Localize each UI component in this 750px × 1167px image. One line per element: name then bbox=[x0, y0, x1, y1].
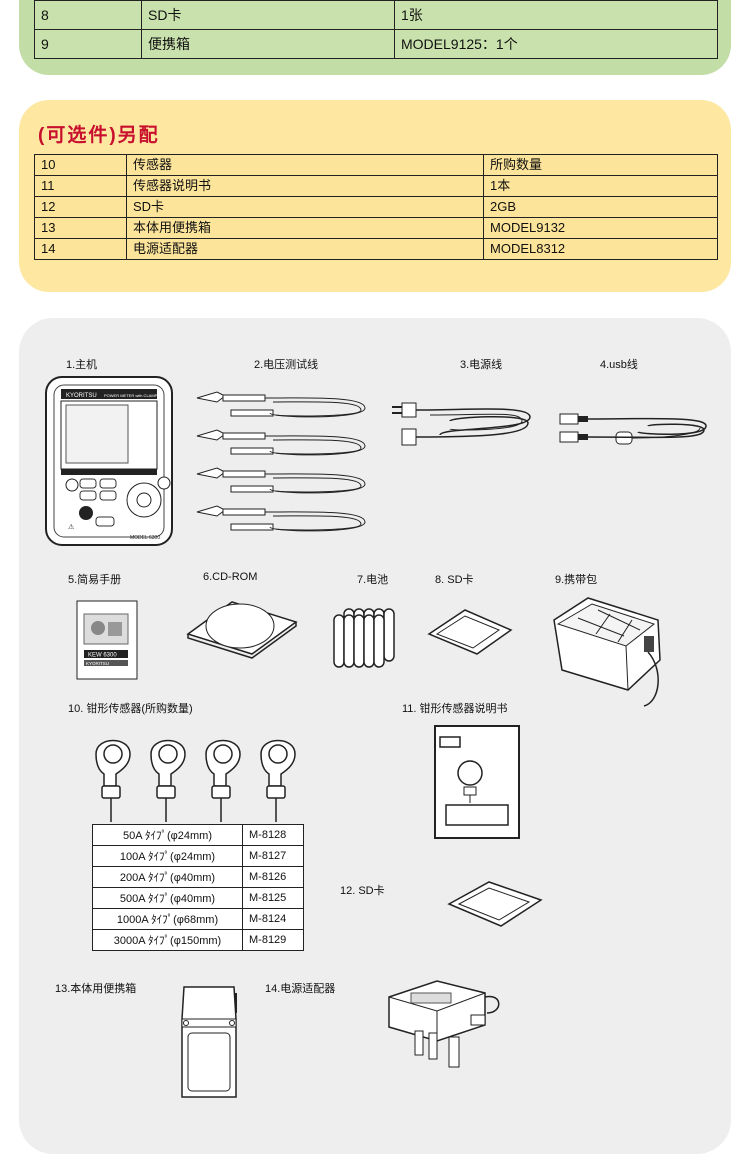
clamp-model: M-8127 bbox=[242, 845, 304, 867]
label-clamp-sensors: 10. 钳形传感器(所购数量) bbox=[68, 703, 193, 715]
usb-cable-image bbox=[559, 413, 707, 445]
cd-rom-image bbox=[186, 601, 298, 659]
power-cord-image bbox=[392, 402, 531, 446]
label-cd-rom: 6.CD-ROM bbox=[203, 571, 258, 583]
row-item: 本体用便携箱 bbox=[126, 217, 484, 239]
table-row: 3000A ﾀｲﾌﾟ(φ150mm)M-8129 bbox=[92, 929, 304, 951]
clamp-type: 200A ﾀｲﾌﾟ(φ40mm) bbox=[92, 866, 243, 888]
table-row: 12 SD卡 2GB bbox=[34, 196, 718, 218]
main-unit-image: KYORITSU POWER METER with CLAMP ⚠ MODEL … bbox=[45, 376, 173, 546]
table-row: 13 本体用便携箱 MODEL9132 bbox=[34, 217, 718, 239]
device-model: MODEL 6300 bbox=[130, 535, 160, 541]
clamp-type: 500A ﾀｲﾌﾟ(φ40mm) bbox=[92, 887, 243, 909]
label-usb-cable: 4.usb线 bbox=[600, 359, 638, 371]
batteries-image bbox=[333, 608, 395, 668]
row-qty: 1张 bbox=[394, 0, 718, 30]
svg-text:⚠: ⚠ bbox=[68, 523, 74, 531]
optional-accessories-table: 10 传感器 所购数量 11 传感器说明书 1本 12 SD卡 2GB 13 本… bbox=[34, 154, 718, 260]
row-item: 电源适配器 bbox=[126, 238, 484, 260]
row-item: 传感器说明书 bbox=[126, 175, 484, 197]
table-row: 200A ﾀｲﾌﾟ(φ40mm)M-8126 bbox=[92, 866, 304, 888]
device-brand: KYORITSU bbox=[66, 393, 97, 399]
clamp-model: M-8126 bbox=[242, 866, 304, 888]
row-number: 9 bbox=[34, 29, 142, 59]
table-row: 9 便携箱 MODEL9125：1个 bbox=[34, 29, 718, 59]
table-row: 1000A ﾀｲﾌﾟ(φ68mm)M-8124 bbox=[92, 908, 304, 930]
row-item: SD卡 bbox=[141, 0, 395, 30]
table-row: 11 传感器说明书 1本 bbox=[34, 175, 718, 197]
clamp-type: 50A ﾀｲﾌﾟ(φ24mm) bbox=[92, 824, 243, 846]
row-item: 传感器 bbox=[126, 154, 484, 176]
row-item: 便携箱 bbox=[141, 29, 395, 59]
power-adapter-image bbox=[388, 980, 500, 1068]
row-item: SD卡 bbox=[126, 196, 484, 218]
clamp-model: M-8129 bbox=[242, 929, 304, 951]
quick-manual-image: KEW 6300 KYORITSU bbox=[76, 600, 138, 680]
clamp-model: M-8125 bbox=[242, 887, 304, 909]
manual-brand: KYORITSU bbox=[86, 661, 109, 666]
manual-header: KEW 6300 bbox=[88, 653, 117, 659]
label-carrying-bag: 9.携带包 bbox=[555, 574, 598, 586]
device-model-line: POWER METER with CLAMP bbox=[104, 393, 158, 398]
clamp-model: M-8128 bbox=[242, 824, 304, 846]
row-number: 11 bbox=[34, 175, 127, 197]
row-number: 8 bbox=[34, 0, 142, 30]
label-voltage-leads: 2.电压测试线 bbox=[254, 359, 319, 371]
label-clamp-manual: 11. 钳形传感器说明书 bbox=[402, 703, 508, 715]
table-row: 50A ﾀｲﾌﾟ(φ24mm)M-8128 bbox=[92, 824, 304, 846]
table-row: 500A ﾀｲﾌﾟ(φ40mm)M-8125 bbox=[92, 887, 304, 909]
row-number: 14 bbox=[34, 238, 127, 260]
row-qty: MODEL9132 bbox=[483, 217, 718, 239]
clamp-sensor-table: 50A ﾀｲﾌﾟ(φ24mm)M-8128 100A ﾀｲﾌﾟ(φ24mm)M-… bbox=[92, 824, 304, 951]
table-row: 8 SD卡 1张 bbox=[34, 0, 718, 30]
standard-accessories-table: 8 SD卡 1张 9 便携箱 MODEL9125：1个 bbox=[34, 0, 718, 59]
table-row: 100A ﾀｲﾌﾟ(φ24mm)M-8127 bbox=[92, 845, 304, 867]
carrying-bag-image bbox=[553, 597, 661, 707]
row-number: 13 bbox=[34, 217, 127, 239]
table-row: 14 电源适配器 MODEL8312 bbox=[34, 238, 718, 260]
voltage-leads-image bbox=[196, 391, 366, 532]
row-number: 12 bbox=[34, 196, 127, 218]
clamp-type: 3000A ﾀｲﾌﾟ(φ150mm) bbox=[92, 929, 243, 951]
clamp-type: 100A ﾀｲﾌﾟ(φ24mm) bbox=[92, 845, 243, 867]
label-body-case: 13.本体用便携箱 bbox=[55, 983, 137, 995]
label-main-unit: 1.主机 bbox=[66, 359, 98, 371]
clamp-manual-image bbox=[434, 725, 520, 839]
optional-title: (可选件)另配 bbox=[38, 125, 160, 146]
table-row: 10 传感器 所购数量 bbox=[34, 154, 718, 176]
clamp-sensors-image bbox=[95, 739, 296, 823]
label-power-adapter: 14.电源适配器 bbox=[265, 983, 336, 995]
row-qty: MODEL9125：1个 bbox=[394, 29, 718, 59]
row-qty: MODEL8312 bbox=[483, 238, 718, 260]
label-batteries: 7.电池 bbox=[357, 574, 389, 586]
label-power-cord: 3.电源线 bbox=[460, 359, 503, 371]
sd-card-optional-image bbox=[447, 881, 543, 927]
sd-card-image bbox=[427, 609, 513, 655]
row-number: 10 bbox=[34, 154, 127, 176]
label-quick-manual: 5.简易手册 bbox=[68, 574, 122, 586]
clamp-type: 1000A ﾀｲﾌﾟ(φ68mm) bbox=[92, 908, 243, 930]
clamp-model: M-8124 bbox=[242, 908, 304, 930]
label-sd-card: 8. SD卡 bbox=[435, 574, 474, 586]
label-sd-card-optional: 12. SD卡 bbox=[340, 885, 385, 897]
row-qty: 1本 bbox=[483, 175, 718, 197]
row-qty: 2GB bbox=[483, 196, 718, 218]
body-case-image bbox=[181, 986, 237, 1098]
row-qty: 所购数量 bbox=[483, 154, 718, 176]
